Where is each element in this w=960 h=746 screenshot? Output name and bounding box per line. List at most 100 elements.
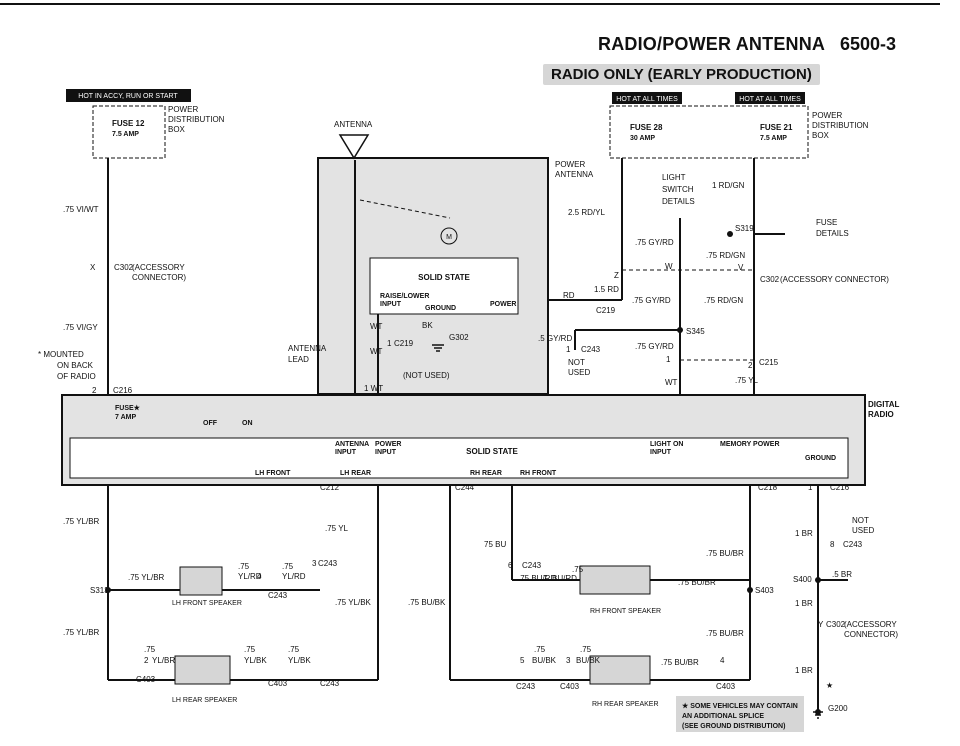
label-c243-a: C243 xyxy=(581,345,601,354)
note-switch-3: DETAILS xyxy=(662,197,695,206)
label-br-1: 1 BR xyxy=(795,529,813,538)
pin-4-a: 4 xyxy=(257,572,262,581)
antenna-not-used: (NOT USED) xyxy=(403,371,450,380)
lh-rear-speaker-label: LH REAR SPEAKER xyxy=(172,697,237,704)
radio-antenna-input-2: INPUT xyxy=(335,449,357,456)
pin-8: 8 xyxy=(830,540,835,549)
radio-lh-front: LH FRONT xyxy=(255,470,291,477)
label-rd-15: 1.5 RD xyxy=(594,285,619,294)
label-c302-b: C302 xyxy=(760,275,780,284)
label-bu-75: 75 BU xyxy=(484,540,506,549)
wire-75-c: .75 xyxy=(144,645,156,654)
label-not-used-1: NOT xyxy=(852,516,869,525)
radio-light-on-2: INPUT xyxy=(650,449,672,456)
radio-ground: GROUND xyxy=(805,455,836,462)
footnote-line-1: ★ SOME VEHICLES MAY CONTAIN xyxy=(682,702,798,710)
splice-dots xyxy=(105,231,821,715)
antenna-motor-label: M xyxy=(446,234,452,241)
label-v: V xyxy=(738,263,744,272)
radio-rh-front: RH FRONT xyxy=(520,470,557,477)
label-bu-bk: .75 BU/BK xyxy=(408,598,446,607)
diagram-subtitle: RADIO ONLY (EARLY PRODUCTION) xyxy=(543,64,820,85)
fuse-box-right xyxy=(609,105,809,159)
antenna-symbol xyxy=(338,134,370,160)
power-antenna-label-2: ANTENNA xyxy=(555,170,594,179)
label-c212: C212 xyxy=(320,483,340,492)
radio-antenna-input-1: ANTENNA xyxy=(335,441,369,448)
label-rd-gn-1: 1 RD/GN xyxy=(712,181,745,190)
footnote-line-3: (SEE GROUND DISTRIBUTION) xyxy=(682,723,785,730)
wire-bu-rd-2: BU/RD xyxy=(552,574,577,583)
label-c243-d: C243 xyxy=(268,591,288,600)
fuse-28-amp: 30 AMP xyxy=(630,135,655,142)
lh-front-speaker-label: LH FRONT SPEAKER xyxy=(172,600,242,607)
label-yl-br-2: .75 YL/BR xyxy=(128,573,165,582)
label-gy-rd-1: .75 GY/RD xyxy=(635,238,674,247)
note-star: ★ xyxy=(826,681,833,690)
label-c302-c: C302 xyxy=(826,620,846,629)
label-yl-bk: .75 YL/BK xyxy=(335,598,372,607)
label-c216-a: C216 xyxy=(113,386,133,395)
label-gy-rd-4: .75 GY/RD xyxy=(635,342,674,351)
wire-75-h: .75 xyxy=(580,645,592,654)
rh-front-speaker xyxy=(579,565,651,595)
label-not-used-c243-1: NOT xyxy=(568,358,585,367)
lh-rear-speaker xyxy=(174,655,231,685)
radio-power-input-1: POWER xyxy=(375,441,401,448)
digital-radio-label-1: DIGITAL xyxy=(868,400,900,409)
label-c218: C218 xyxy=(758,483,778,492)
fuse-21-label: FUSE 21 xyxy=(760,123,793,132)
power-tag-mid-label: HOT AT ALL TIMES xyxy=(616,96,678,103)
pin-7: 7 xyxy=(543,574,548,583)
antenna-lead-2: LEAD xyxy=(288,355,309,364)
label-rd-gn-2: .75 RD/GN xyxy=(706,251,745,260)
pin-2-a: 2 xyxy=(92,386,97,395)
label-br-5: .5 BR xyxy=(832,570,852,579)
label-bu-br-3: .75 BU/BR xyxy=(706,629,744,638)
label-c302-a-desc2: CONNECTOR) xyxy=(132,273,186,282)
diagram-labels: .75 VI/WT .75 VI/GY 2.5 RD/YL .75 GY/RD … xyxy=(38,173,898,713)
label-yl-br-1: .75 YL/BR xyxy=(63,517,100,526)
pin-6: 6 xyxy=(508,561,513,570)
radio-rh-rear: RH REAR xyxy=(470,470,502,477)
pin-3-a: 3 xyxy=(312,559,317,568)
power-antenna-label-1: POWER xyxy=(555,160,585,169)
radio-fuse-label: FUSE★ xyxy=(115,404,141,412)
pin-1-a: 1 xyxy=(387,339,392,348)
wire-75-g: .75 xyxy=(534,645,546,654)
lh-front-speaker xyxy=(179,566,223,596)
wire-75-a: .75 xyxy=(238,562,250,571)
label-br-3: 1 BR xyxy=(795,666,813,675)
antenna-power-label: POWER xyxy=(490,301,516,308)
fuse-12-amp: 7.5 AMP xyxy=(112,131,139,138)
radio-light-on-1: LIGHT ON xyxy=(650,441,683,448)
label-c243-g: C243 xyxy=(516,682,536,691)
label-gy-rd-3: .5 GY/RD xyxy=(538,334,572,343)
label-vi-wt: .75 VI/WT xyxy=(63,205,99,214)
pdb-left-2: DISTRIBUTION xyxy=(168,115,225,124)
label-rd: RD xyxy=(563,291,575,300)
label-c302-a: C302 xyxy=(114,263,134,272)
label-c244: C244 xyxy=(455,483,475,492)
rh-rear-speaker-label: RH REAR SPEAKER xyxy=(592,701,659,708)
wire-runs xyxy=(107,158,848,710)
raise-lower-label: RAISE/LOWER xyxy=(380,293,429,300)
note-switch-1: LIGHT xyxy=(662,173,686,182)
wire-yl-bk-2: YL/BK xyxy=(288,656,311,665)
radio-power-input-2: INPUT xyxy=(375,449,397,456)
label-wt-3: WT xyxy=(665,378,678,387)
label-c243-f: C243 xyxy=(320,679,340,688)
note-mounted-3: OF RADIO xyxy=(57,372,96,381)
radio-memory-power: MEMORY POWER xyxy=(720,441,780,448)
antenna-motor xyxy=(440,227,458,245)
power-tag-left xyxy=(66,89,191,102)
antenna-module xyxy=(369,257,519,315)
label-c243-e: C243 xyxy=(522,561,542,570)
digital-radio-label-2: RADIO xyxy=(868,410,894,419)
wire-bu-rd: .75 BU/RD xyxy=(518,574,556,583)
radio-solid-state-label: SOLID STATE xyxy=(466,447,518,456)
radio-lh-rear: LH REAR xyxy=(340,470,371,477)
footnote-box xyxy=(676,696,804,732)
